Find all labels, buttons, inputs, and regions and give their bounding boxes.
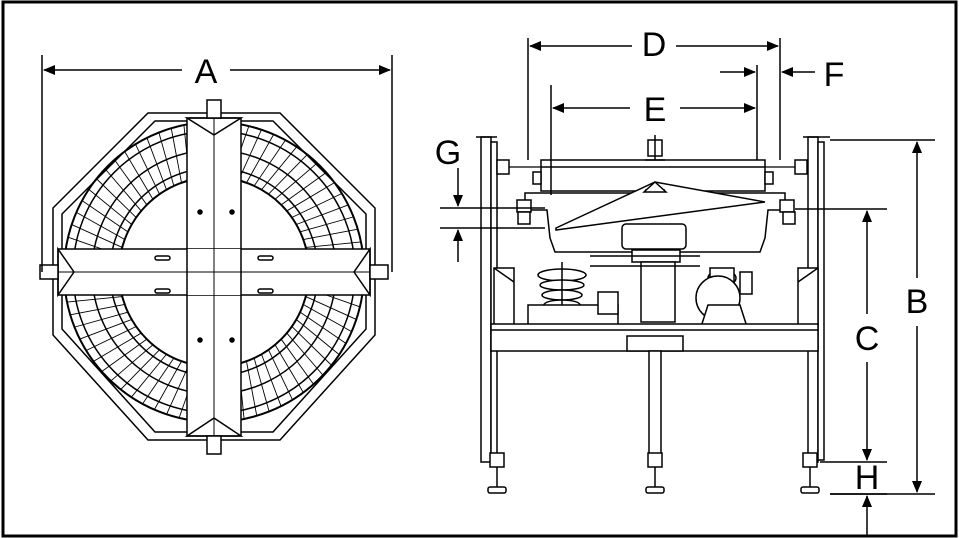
ring-spoke (274, 162, 318, 200)
ring-spoke (170, 128, 182, 183)
lug-top (206, 99, 222, 119)
ring-spoke (120, 349, 160, 390)
top-view (39, 99, 389, 455)
ring-spoke (74, 311, 129, 328)
bowl-cone (555, 181, 766, 231)
label-c: C (855, 320, 880, 358)
post-center (648, 350, 662, 462)
ring-spoke (114, 159, 148, 206)
label-e: E (644, 91, 667, 129)
dimension-f (720, 65, 815, 160)
leveling-feet (487, 452, 820, 494)
slot (257, 255, 274, 261)
label-h: H (855, 459, 880, 497)
dimension-h (830, 493, 887, 536)
ring-spoke (280, 172, 327, 206)
ring-spoke (104, 168, 142, 212)
ring-spoke (261, 354, 282, 407)
ring-spoke (76, 211, 125, 240)
ring-spoke (303, 304, 352, 333)
drive-housing (621, 223, 687, 250)
ring-spoke (261, 146, 298, 191)
ring-spoke (291, 326, 332, 366)
label-g: G (435, 134, 461, 172)
ring-spoke (274, 344, 304, 393)
ring-spoke (305, 296, 357, 320)
ring-spoke (286, 332, 324, 376)
ring-spoke (286, 182, 335, 212)
post-right-inner (817, 141, 825, 461)
ring-spoke (130, 353, 167, 398)
ring-spoke (299, 216, 354, 233)
dimension-e (550, 85, 756, 195)
ring-spoke (96, 178, 137, 218)
label-d: D (642, 26, 667, 64)
ring-spoke (71, 224, 123, 248)
ring-spoke (88, 188, 133, 225)
ring-spoke (166, 363, 190, 415)
ring-spoke (135, 143, 160, 195)
ring-spoke (93, 332, 142, 362)
ring-spoke (296, 204, 349, 225)
slot (154, 255, 171, 261)
ring-spoke (253, 139, 286, 187)
ring-spoke (146, 137, 167, 190)
ring-spoke (268, 154, 308, 195)
drive-column (640, 261, 676, 323)
lug-bottom (206, 435, 222, 455)
label-a: A (195, 53, 218, 91)
ring-spoke (142, 357, 175, 405)
label-f: F (824, 56, 845, 94)
ring-spoke (305, 241, 362, 248)
ring-spoke (246, 134, 275, 183)
ring-spoke (246, 361, 258, 416)
ring-spoke (110, 344, 154, 382)
ring-spoke (124, 151, 154, 200)
ring-spoke (158, 132, 175, 187)
ring-spoke (268, 349, 293, 401)
dimension-a (41, 55, 393, 272)
label-b: B (906, 283, 929, 321)
dimension-c (795, 208, 887, 463)
slot (257, 288, 274, 294)
slot (154, 288, 171, 294)
ring-spoke (81, 200, 129, 233)
ring-spoke (280, 338, 314, 385)
lug-left (39, 264, 59, 280)
side-view (476, 135, 830, 494)
ring-spoke (79, 319, 132, 340)
ring-spoke (238, 129, 262, 181)
dimension-d (527, 38, 781, 160)
ring-spoke (70, 304, 125, 316)
ring-spoke (85, 326, 137, 351)
ring-spoke (153, 361, 182, 410)
ring-spoke (303, 228, 358, 240)
ring-spoke (101, 338, 148, 372)
dimension-g (440, 168, 545, 262)
ring-spoke (291, 193, 343, 218)
octagon-frame-outer (52, 112, 376, 441)
ring-spoke (66, 296, 123, 303)
ring-spoke (253, 357, 270, 412)
lug-right (369, 264, 389, 280)
ring-spoke (299, 311, 347, 344)
post-left-outer (480, 136, 492, 463)
ring-spoke (295, 319, 340, 356)
